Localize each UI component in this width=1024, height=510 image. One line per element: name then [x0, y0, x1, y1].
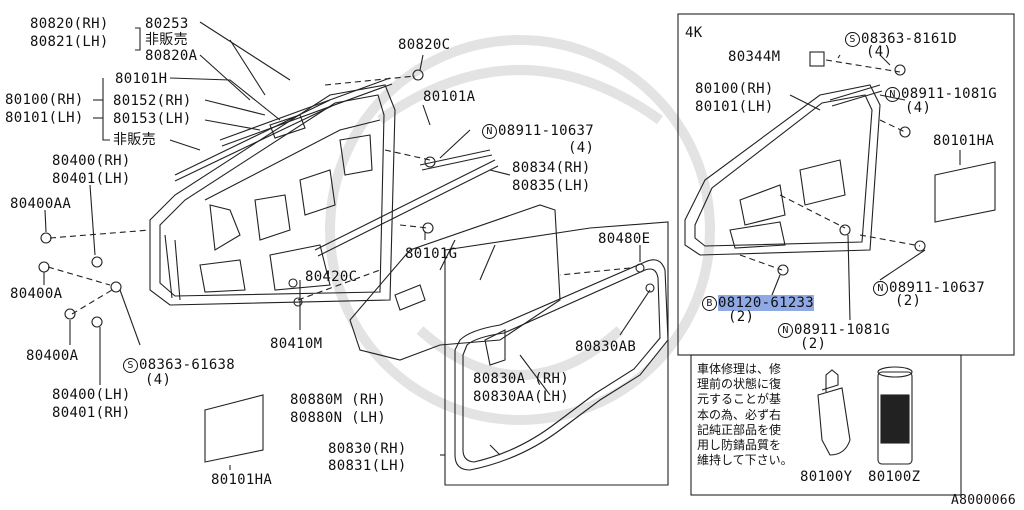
- label-k-80100rh: 80100(RH): [695, 81, 774, 97]
- label-80830aa: 80830AA(LH): [473, 389, 570, 405]
- label-80830ab: 80830AB: [575, 339, 637, 355]
- label-80880m: 80880M (RH): [290, 392, 387, 408]
- assembly-dashes: [47, 59, 921, 315]
- label-80100y: 80100Y: [800, 469, 853, 485]
- label-80880n: 80880N (LH): [290, 410, 387, 426]
- label-k-80101ha: 80101HA: [933, 133, 995, 149]
- door-shell-main: [149, 84, 396, 306]
- label-80100rh: 80100(RH): [5, 92, 84, 108]
- label-k-b-qty: (2): [728, 309, 755, 325]
- label-k-80344m: 80344M: [728, 49, 781, 65]
- label-80400rh: 80400(RH): [52, 153, 131, 169]
- label-k-n-qty-4: (4): [905, 100, 932, 116]
- note-box: [690, 354, 962, 496]
- inset-title: 4K: [685, 25, 703, 41]
- label-n-qty-4: (4): [568, 140, 595, 156]
- label-hanbai-1: 非販売: [145, 32, 188, 48]
- label-k-n2-qty: (2): [895, 293, 922, 309]
- label-80820rh: 80820(RH): [30, 16, 109, 32]
- label-80152rh: 80152(RH): [113, 93, 192, 109]
- label-80101h: 80101H: [115, 71, 168, 87]
- label-80830a: 80830A (RH): [473, 371, 570, 387]
- label-80101ha-main: 80101HA: [211, 472, 273, 488]
- label-80100z: 80100Z: [868, 469, 921, 485]
- label-s-qty-4: (4): [145, 372, 172, 388]
- label-80400lh: 80400(LH): [52, 387, 131, 403]
- figure-code: A8000066: [950, 493, 1016, 508]
- label-80400aa: 80400AA: [10, 196, 72, 212]
- label-k-n3-qty: (2): [800, 336, 827, 352]
- label-80834rh: 80834(RH): [512, 160, 591, 176]
- weather-strips-top: [174, 77, 393, 182]
- watermark: [325, 35, 715, 425]
- belt-molding: [314, 149, 499, 257]
- label-80101g: 80101G: [405, 246, 458, 262]
- label-80420c: 80420C: [305, 269, 358, 285]
- label-80101lh: 80101(LH): [5, 110, 84, 126]
- label-80410m: 80410M: [270, 336, 323, 352]
- label-80400a-1: 80400A: [10, 286, 63, 302]
- label-80101a: 80101A: [423, 89, 476, 105]
- label-80401lh: 80401(LH): [52, 171, 131, 187]
- repair-note: 車体修理は、修 理前の状態に復 元することが基 本の為、必ず右 記純正部品を使 …: [697, 362, 793, 468]
- spray-can: [877, 366, 913, 465]
- label-hanbai-2: 非販売: [113, 132, 156, 148]
- label-80253: 80253: [145, 16, 189, 32]
- sealant-tube: [817, 369, 851, 456]
- label-80830rh: 80830(RH): [328, 441, 407, 457]
- label-80400a-2: 80400A: [26, 348, 79, 364]
- label-k-80101lh: 80101(LH): [695, 99, 774, 115]
- label-k-s-qty: (4): [866, 44, 893, 60]
- pad-80101ha-inset: [934, 161, 996, 223]
- label-80821lh: 80821(LH): [30, 34, 109, 50]
- sealing-sheet: [349, 204, 561, 361]
- label-80401rh: 80401(RH): [52, 405, 131, 421]
- label-80480e: 80480E: [598, 231, 651, 247]
- weatherstrip-box: [444, 221, 669, 486]
- label-80153lh: 80153(LH): [113, 111, 192, 127]
- fasteners: [38, 51, 926, 328]
- label-80835lh: 80835(LH): [512, 178, 591, 194]
- label-80820c: 80820C: [398, 37, 451, 53]
- door-shell-inset: [684, 84, 883, 256]
- label-80820a: 80820A: [145, 48, 198, 64]
- label-80831lh: 80831(LH): [328, 458, 407, 474]
- pad-80101ha-main: [204, 394, 264, 463]
